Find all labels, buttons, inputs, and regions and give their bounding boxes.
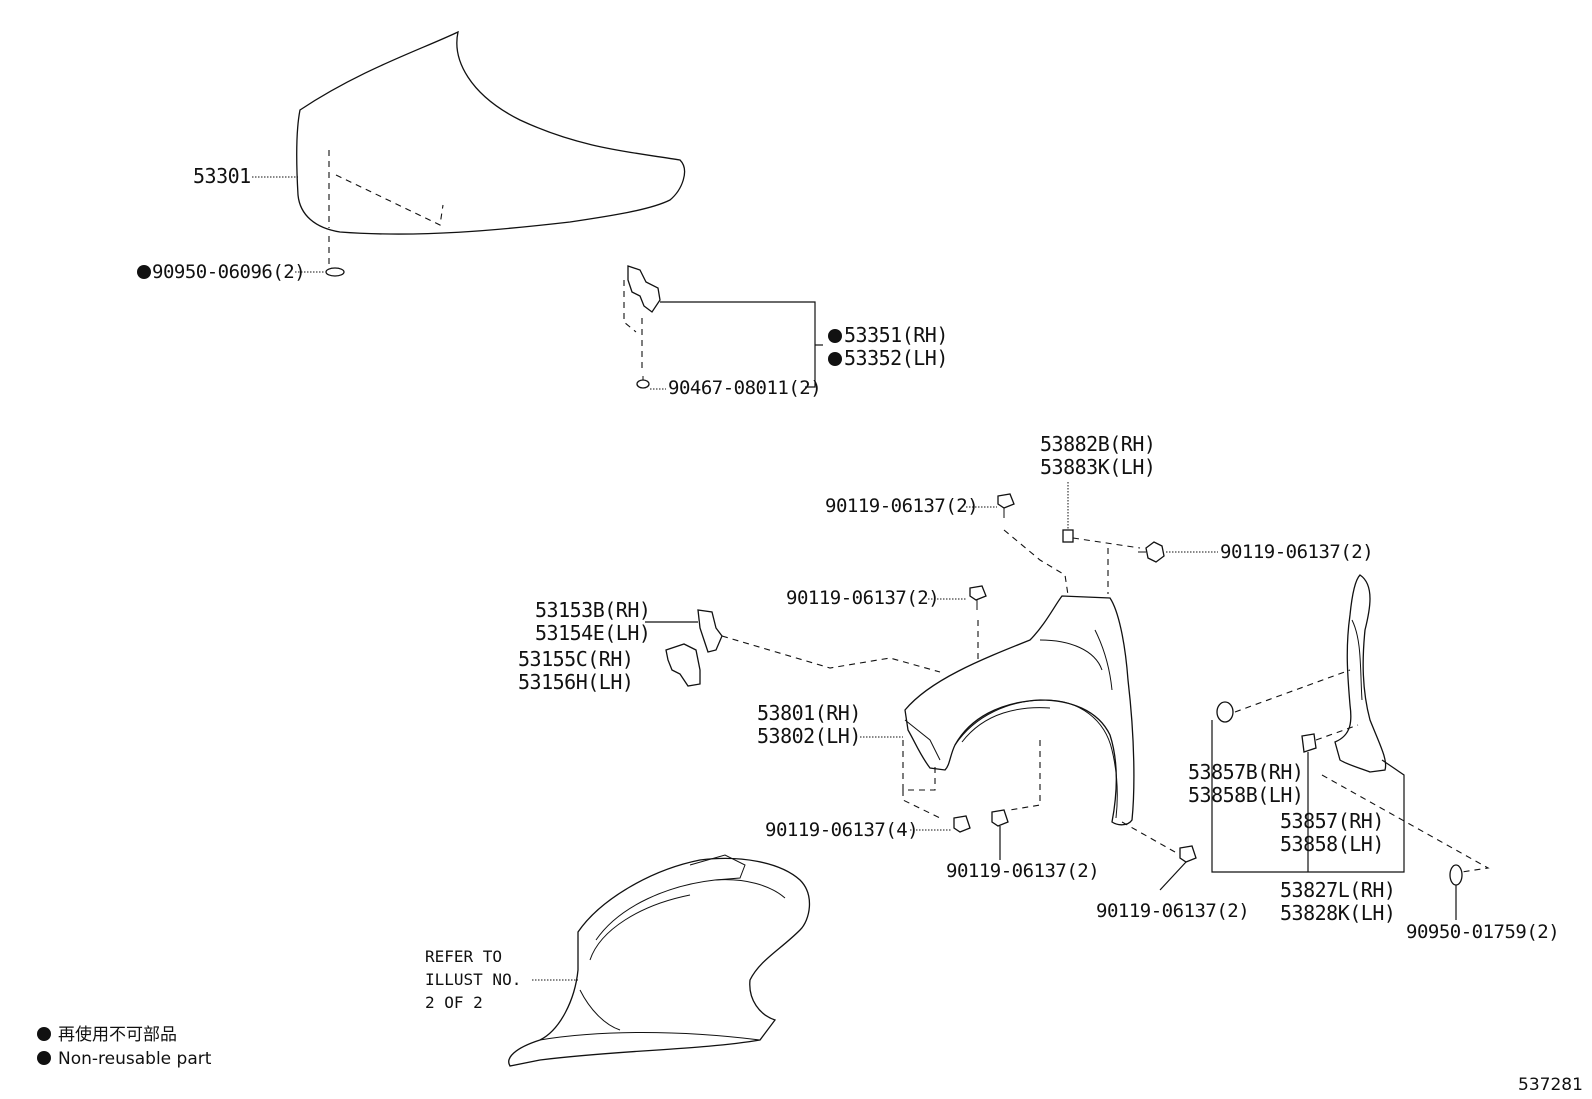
bolt-mid-callout: 90119-06137(2)	[786, 587, 939, 609]
seal-set-lh-callout: 53828K(LH)	[1280, 901, 1395, 925]
liner-note-line1: REFER TO	[425, 947, 502, 966]
fender-liner[interactable]	[508, 854, 811, 1067]
fender-bracket-lower[interactable]	[665, 643, 701, 687]
bolt-top-left-callout: 90119-06137(2)	[825, 495, 978, 517]
filled-circle-icon	[37, 1027, 51, 1041]
diagram-id: 537281	[1518, 1075, 1583, 1095]
legend-japanese: 再使用不可部品	[58, 1024, 177, 1045]
bracket-a-rh-callout: 53153B(RH)	[535, 598, 650, 622]
filled-circle-icon	[37, 1051, 51, 1065]
panel-retainer[interactable]	[1301, 733, 1317, 753]
bracket-b-rh-callout: 53155C(RH)	[518, 647, 633, 671]
bracket-a-lh-callout: 53154E(LH)	[535, 621, 650, 645]
bolt-mid[interactable]	[969, 585, 987, 610]
filled-circle-icon	[828, 352, 842, 366]
front-fender[interactable]	[904, 595, 1135, 826]
filled-circle-icon	[828, 329, 842, 343]
seal-set-rh-callout: 53827L(RH)	[1280, 878, 1395, 902]
fender-rh-callout: 53801(RH)	[757, 701, 861, 725]
liner-note-line2: ILLUST NO.	[425, 970, 521, 989]
legend-english: Non-reusable part	[58, 1049, 212, 1069]
grommet-right-callout: 90950-01759(2)	[1406, 921, 1559, 943]
bracket-b-lh-callout: 53156H(LH)	[518, 670, 633, 694]
clip-lh-callout: 53858B(LH)	[1188, 783, 1303, 807]
bolt-bottom-right[interactable]	[1179, 845, 1197, 863]
bolt-bottom-right-callout: 90119-06137(2)	[1096, 900, 1249, 922]
hinge-clip-callout: 90467-08011(2)	[668, 377, 821, 399]
bolt-top-right-callout: 90119-06137(2)	[1220, 541, 1373, 563]
panel-clip[interactable]	[1216, 701, 1234, 723]
panel-rh-callout: 53857(RH)	[1280, 809, 1384, 833]
grommet-right[interactable]	[1449, 864, 1463, 886]
bolt-top-right[interactable]	[1138, 541, 1165, 563]
hood-panel[interactable]	[296, 30, 686, 235]
fender-seal[interactable]	[1062, 529, 1074, 543]
bolt-bottom-center-callout: 90119-06137(2)	[946, 860, 1099, 882]
hood-hinge[interactable]	[623, 265, 661, 389]
bolt-bottom-left[interactable]	[953, 815, 971, 833]
legend: 再使用不可部品 Non-reusable part	[37, 1024, 212, 1069]
bolt-top-left[interactable]	[997, 493, 1015, 518]
hood-grommet-callout: 90950-06096(2)	[152, 261, 305, 283]
hood-callout: 53301	[193, 164, 251, 188]
clip-rh-callout: 53857B(RH)	[1188, 760, 1303, 784]
seal-lh-callout: 53883K(LH)	[1040, 455, 1155, 479]
hinge-lh-callout: 53352(LH)	[844, 346, 948, 370]
filled-circle-icon	[137, 265, 151, 279]
panel-lh-callout: 53858(LH)	[1280, 832, 1384, 856]
seal-rh-callout: 53882B(RH)	[1040, 432, 1155, 456]
fender-bracket-upper[interactable]	[697, 609, 723, 653]
bolt-bottom-4-callout: 90119-06137(4)	[765, 819, 918, 841]
bolt-bottom-center[interactable]	[991, 809, 1009, 827]
fender-rear-panel[interactable]	[1334, 574, 1387, 773]
hood-grommet[interactable]	[325, 236, 345, 277]
liner-note-line3: 2 OF 2	[425, 993, 483, 1012]
fender-lh-callout: 53802(LH)	[757, 724, 861, 748]
hinge-rh-callout: 53351(RH)	[844, 323, 948, 347]
